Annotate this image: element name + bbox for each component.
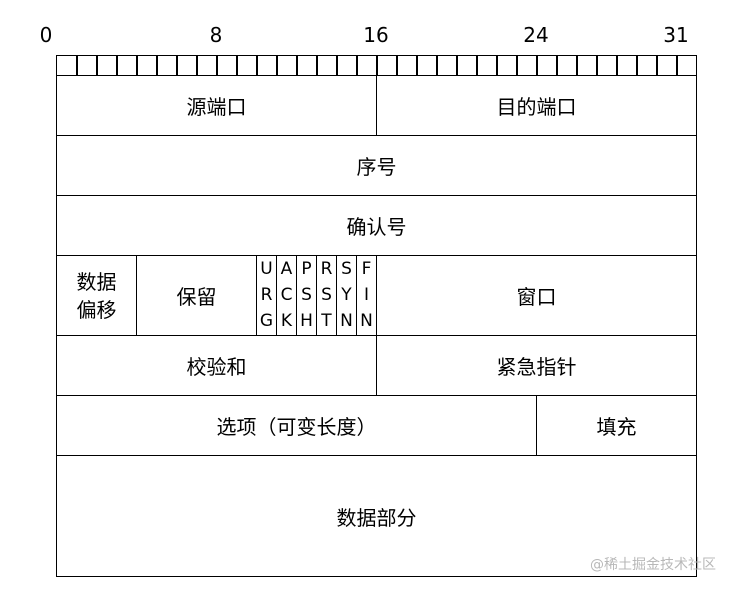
sequence-number-field: 序号 [56, 135, 697, 196]
bit-tick [356, 55, 358, 75]
data-offset-field: 数据 偏移 [56, 255, 137, 336]
bit-tick [596, 55, 598, 75]
bit-tick [336, 55, 338, 75]
bit-tick [376, 55, 378, 75]
bit-tick [536, 55, 538, 75]
bit-tick [396, 55, 398, 75]
bit-tick [236, 55, 238, 75]
destination-port-field: 目的端口 [376, 75, 697, 136]
bit-tick [216, 55, 218, 75]
bit-tick [436, 55, 438, 75]
bit-tick [456, 55, 458, 75]
options-field: 选项（可变长度） [56, 395, 537, 456]
bit-tick [516, 55, 518, 75]
bit-label-8: 8 [209, 23, 223, 47]
bit-tick [256, 55, 258, 75]
bit-tick [676, 55, 678, 75]
data-field: 数据部分 [56, 455, 697, 577]
bit-tick [156, 55, 158, 75]
bit-tick [496, 55, 498, 75]
source-port-field: 源端口 [56, 75, 377, 136]
bit-tick [316, 55, 318, 75]
bit-tick [276, 55, 278, 75]
bit-label-16: 16 [363, 23, 389, 47]
bit-label-31: 31 [663, 23, 689, 47]
window-field: 窗口 [376, 255, 697, 336]
bit-tick [116, 55, 118, 75]
bit-tick [296, 55, 298, 75]
bit-tick [656, 55, 658, 75]
bit-tick [416, 55, 418, 75]
bit-tick [636, 55, 638, 75]
urgent-pointer-field: 紧急指针 [376, 335, 697, 396]
watermark: @稀土掘金技术社区 [590, 557, 716, 573]
bit-label-24: 24 [523, 23, 549, 47]
bit-label-0: 0 [39, 23, 53, 47]
reserved-field: 保留 [136, 255, 257, 336]
checksum-field: 校验和 [56, 335, 377, 396]
bit-tick [576, 55, 578, 75]
bit-tick [96, 55, 98, 75]
bit-tick [556, 55, 558, 75]
bit-tick [476, 55, 478, 75]
bit-tick [196, 55, 198, 75]
padding-field: 填充 [536, 395, 697, 456]
bit-tick [176, 55, 178, 75]
bit-tick [76, 55, 78, 75]
bit-tick [136, 55, 138, 75]
acknowledgment-number-field: 确认号 [56, 195, 697, 256]
bit-tick [616, 55, 618, 75]
